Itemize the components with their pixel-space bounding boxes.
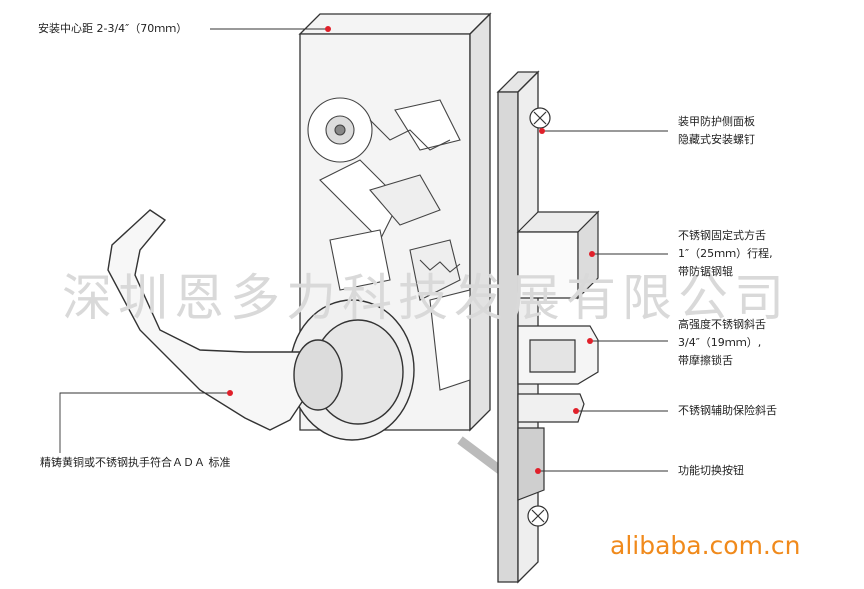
- latch-label-line1: 高强度不锈钢斜舌: [678, 318, 766, 331]
- alibaba-brand: alibaba.com.cn: [610, 531, 801, 560]
- deadbolt: [516, 210, 600, 300]
- center-distance-label: 安装中心距 2-3/4″（70ｍｍ）: [38, 22, 188, 35]
- lever-label: 精铸黄铜或不锈钢执手符合ＡＤＡ 标准: [40, 456, 231, 469]
- auxiliary-latch: [517, 393, 585, 423]
- latch-label: 高强度不锈钢斜舌 3/4″（19ｍｍ）, 带摩擦锁舌: [678, 316, 766, 370]
- aux-latch-label: 不锈钢辅助保险斜舌: [678, 404, 777, 417]
- internal-mechanism: [307, 97, 503, 474]
- callout-dots: [227, 26, 595, 474]
- company-watermark: 深圳恩多力科技发展有限公司: [62, 269, 790, 327]
- latch-bolt: [517, 325, 599, 385]
- faceplate-label: 装甲防护侧面板 隐藏式安装螺钉: [678, 113, 755, 149]
- function-button-label: 功能切换按钮: [678, 464, 744, 477]
- deadbolt-label: 不锈钢固定式方舌 1″（25ｍｍ）行程, 带防锯钢辊: [678, 227, 773, 281]
- latch-label-line2: 3/4″（19ｍｍ）,: [678, 336, 762, 349]
- function-button: [517, 427, 545, 501]
- latch-label-line3: 带摩擦锁舌: [678, 354, 733, 367]
- faceplate-screws: [527, 107, 551, 527]
- faceplate-label-line1: 装甲防护侧面板: [678, 115, 755, 128]
- leader-lines: [59, 28, 668, 472]
- deadbolt-label-line3: 带防锯钢辊: [678, 265, 733, 278]
- lever-handle: [107, 209, 415, 441]
- deadbolt-label-line2: 1″（25ｍｍ）行程,: [678, 247, 773, 260]
- deadbolt-label-line1: 不锈钢固定式方舌: [678, 229, 766, 242]
- faceplate-label-line2: 隐藏式安装螺钉: [678, 133, 755, 146]
